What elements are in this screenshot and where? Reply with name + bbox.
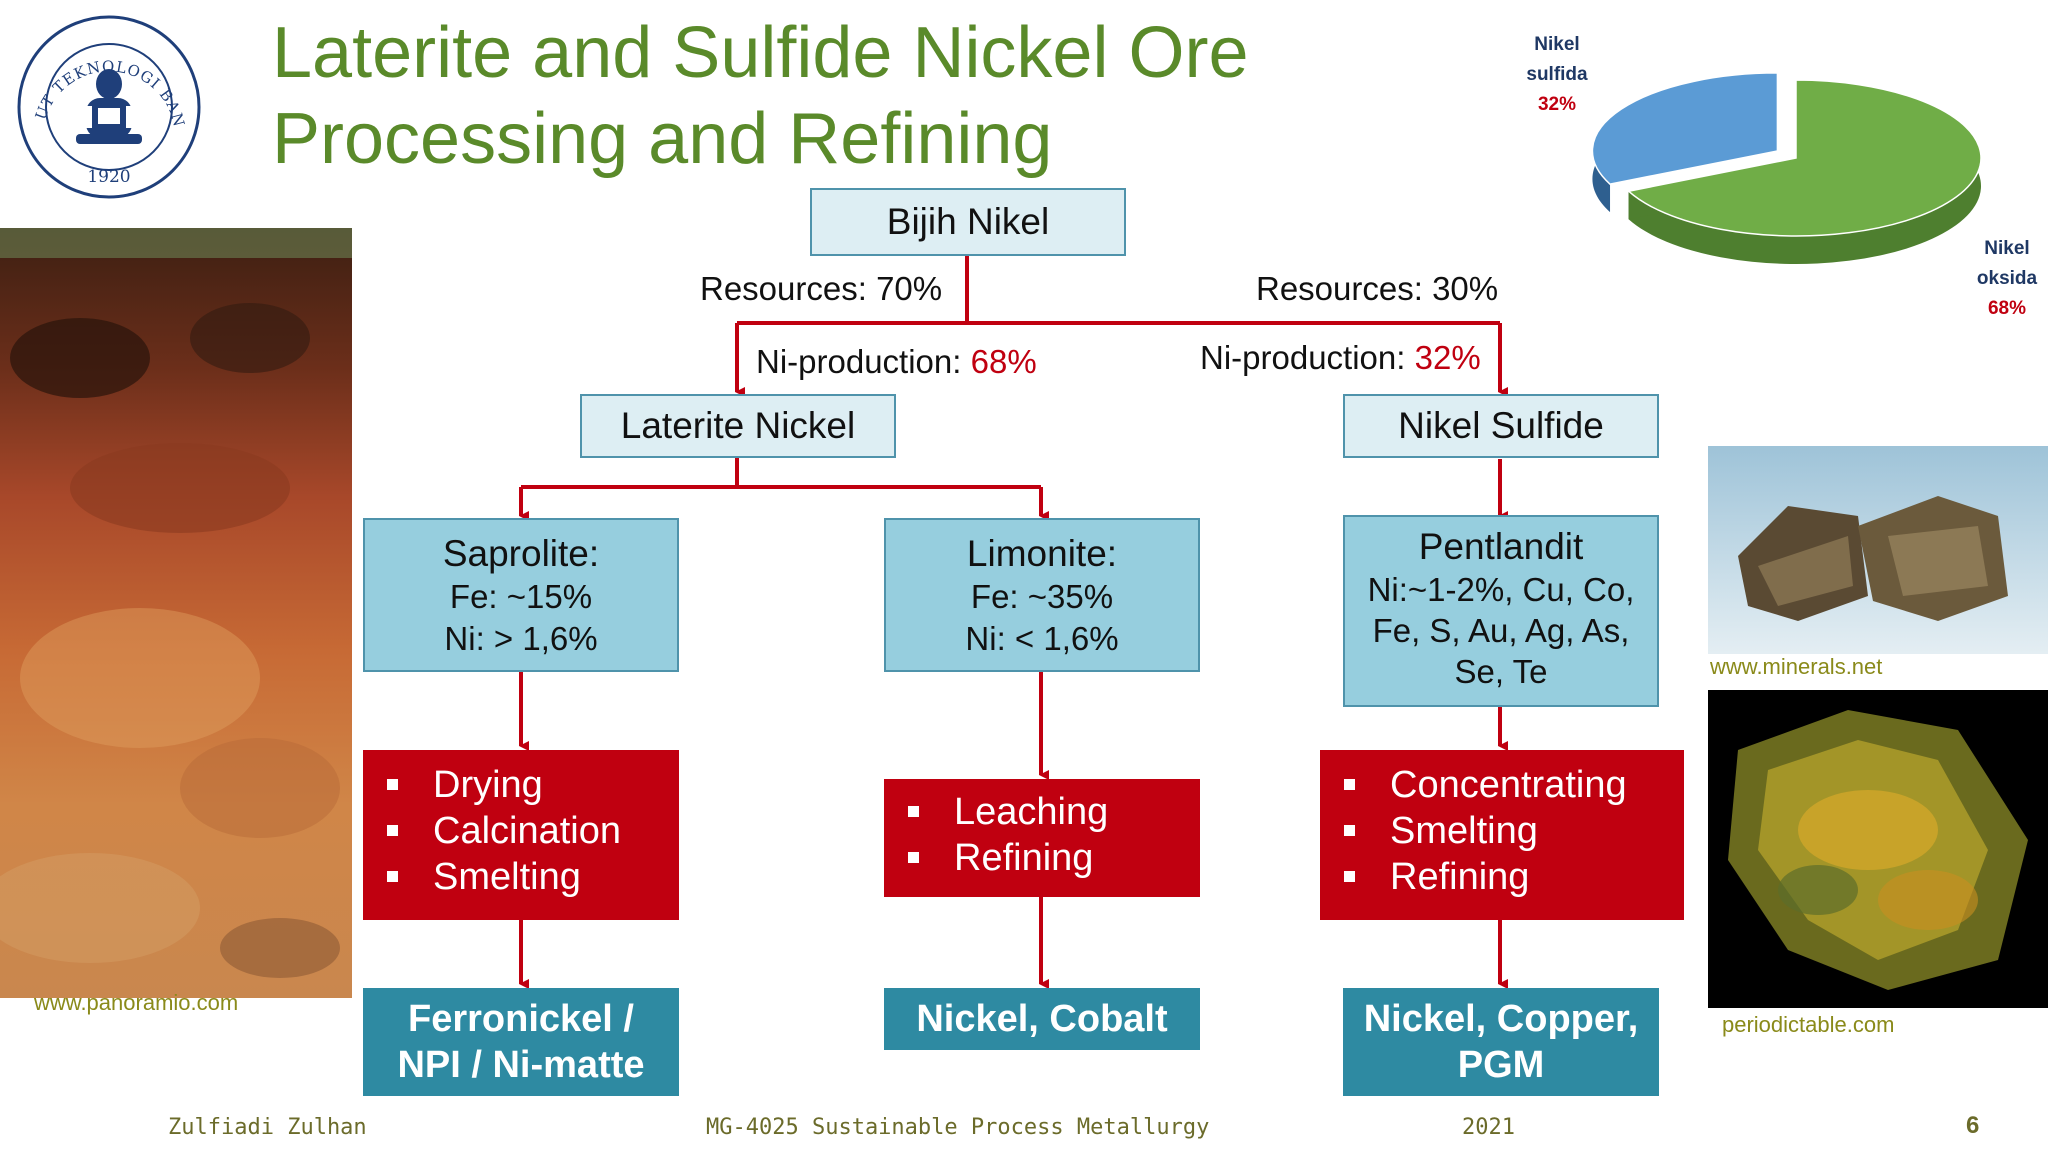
process-list-right: Concentrating Smelting Refining bbox=[1320, 762, 1684, 900]
left-production-text: Ni-production: bbox=[756, 343, 971, 380]
credit-periodictable: periodictable.com bbox=[1722, 1012, 1895, 1037]
pentlandit-line-1: Ni:~1-2%, Cu, Co, bbox=[1367, 571, 1635, 608]
laterite-nickel-box: Laterite Nickel bbox=[580, 394, 896, 458]
saprolite-box: Saprolite: Fe: ~15% Ni: > 1,6% bbox=[363, 518, 679, 672]
itb-logo: INSTITUT TEKNOLOGI BANDUNG 1920 bbox=[7, 0, 204, 200]
process-item: Leaching bbox=[884, 789, 1200, 835]
process-item: Smelting bbox=[363, 854, 679, 900]
footer-author: Zulfiadi Zulhan bbox=[168, 1115, 367, 1140]
limonite-box: Limonite: Fe: ~35% Ni: < 1,6% bbox=[884, 518, 1200, 672]
credit-minerals: www.minerals.net bbox=[1710, 654, 1883, 679]
pentlandit-line-3: Se, Te bbox=[1454, 653, 1548, 690]
pentlandite-photo bbox=[1708, 446, 2048, 654]
nickel-ore-photo bbox=[1708, 690, 2048, 1008]
slide-title: Laterite and Sulfide Nickel Ore Processi… bbox=[272, 10, 1249, 182]
process-item: Refining bbox=[884, 835, 1200, 881]
title-line-1: Laterite and Sulfide Nickel Ore bbox=[272, 13, 1249, 93]
footer-course: MG-4025 Sustainable Process Metallurgy bbox=[706, 1115, 1210, 1140]
laterite-photo bbox=[0, 228, 352, 998]
process-box-sulfide: Concentrating Smelting Refining bbox=[1320, 750, 1684, 920]
root-box-bijih-nikel: Bijih Nikel bbox=[810, 188, 1126, 256]
limonite-fe: Fe: ~35% bbox=[970, 578, 1114, 615]
root-label: Bijih Nikel bbox=[886, 201, 1050, 242]
left-production-value: 68% bbox=[970, 343, 1037, 380]
process-item: Concentrating bbox=[1320, 762, 1684, 808]
product-box-nickel-cobalt: Nickel, Cobalt bbox=[884, 988, 1200, 1050]
process-item: Smelting bbox=[1320, 808, 1684, 854]
limonite-title: Limonite: bbox=[966, 533, 1118, 574]
left-production-label: Ni-production: 68% bbox=[756, 343, 1037, 381]
product-right-line-1: Nickel, Copper, bbox=[1363, 998, 1639, 1040]
saprolite-title: Saprolite: bbox=[442, 533, 600, 574]
nikel-sulfide-box: Nikel Sulfide bbox=[1343, 394, 1659, 458]
saprolite-ni: Ni: > 1,6% bbox=[444, 620, 598, 657]
pie-label-sulfida: Nikel sulfida 32% bbox=[1526, 34, 1588, 115]
pentlandit-title: Pentlandit bbox=[1418, 526, 1584, 567]
right-production-text: Ni-production: bbox=[1200, 339, 1415, 376]
pentlandit-line-2: Fe, S, Au, Ag, As, bbox=[1372, 612, 1630, 649]
footer-year: 2021 bbox=[1462, 1115, 1515, 1140]
process-list-left: Drying Calcination Smelting bbox=[363, 762, 679, 900]
process-box-limonite: Leaching Refining bbox=[884, 779, 1200, 897]
pentlandit-box: Pentlandit Ni:~1-2%, Cu, Co, Fe, S, Au, … bbox=[1343, 515, 1659, 707]
right-production-label: Ni-production: 32% bbox=[1200, 339, 1481, 377]
pie-slice-nikel-sulfida bbox=[1591, 72, 1779, 185]
product-left-line-1: Ferronickel / bbox=[408, 998, 634, 1040]
right-production-value: 32% bbox=[1414, 339, 1481, 376]
logo-year: 1920 bbox=[87, 167, 130, 187]
credit-panoramio: www.panoramio.com bbox=[34, 990, 239, 1015]
process-list-mid: Leaching Refining bbox=[884, 789, 1200, 881]
nikel-sulfide-label: Nikel Sulfide bbox=[1398, 405, 1604, 446]
pie-chart bbox=[1556, 58, 1996, 308]
process-item: Refining bbox=[1320, 854, 1684, 900]
process-box-laterite-saprolite: Drying Calcination Smelting bbox=[363, 750, 679, 920]
product-box-nickel-copper: Nickel, Copper, PGM bbox=[1343, 988, 1659, 1096]
process-item: Calcination bbox=[363, 808, 679, 854]
right-resources-label: Resources: 30% bbox=[1256, 270, 1499, 307]
product-right-line-2: PGM bbox=[1457, 1044, 1545, 1086]
left-resources-label: Resources: 70% bbox=[700, 270, 943, 307]
laterite-nickel-label: Laterite Nickel bbox=[620, 405, 856, 446]
process-item: Drying bbox=[363, 762, 679, 808]
limonite-ni: Ni: < 1,6% bbox=[965, 620, 1119, 657]
page-number: 6 bbox=[1966, 1112, 1980, 1139]
saprolite-fe: Fe: ~15% bbox=[449, 578, 593, 615]
pie-label-oksida: Nikel oksida 68% bbox=[1976, 238, 2038, 319]
product-box-ferronickel: Ferronickel / NPI / Ni-matte bbox=[363, 988, 679, 1096]
pie-slice-nikel-oksida bbox=[1626, 79, 1982, 237]
title-line-2: Processing and Refining bbox=[272, 99, 1053, 179]
product-left-line-2: NPI / Ni-matte bbox=[397, 1044, 645, 1086]
product-mid-line-1: Nickel, Cobalt bbox=[916, 998, 1168, 1040]
